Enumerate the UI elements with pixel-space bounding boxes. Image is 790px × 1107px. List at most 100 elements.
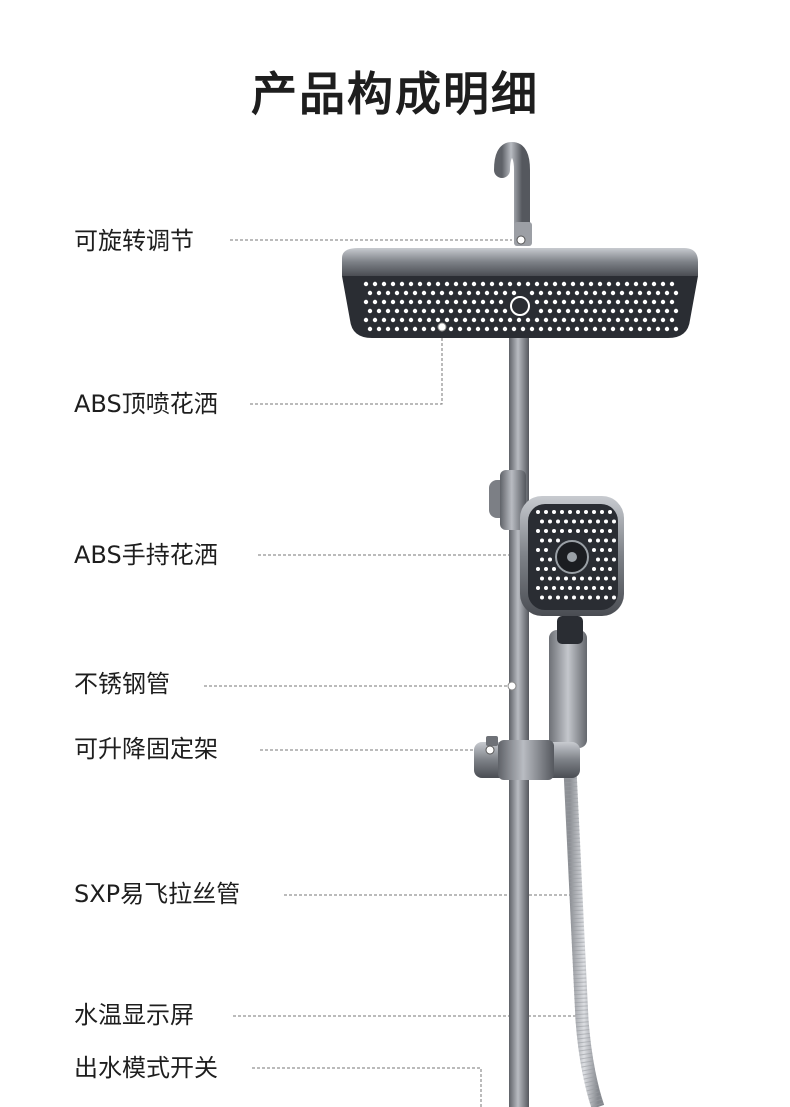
nozzle-dot [628,290,634,296]
nozzle-dot [604,519,608,524]
nozzle-dot [426,299,432,305]
nozzle-dot [385,308,391,314]
nozzle-dot [534,299,540,305]
nozzle-dot [516,281,522,287]
nozzle-dot [584,510,588,514]
nozzle-dot [408,317,414,323]
nozzle-dot [597,317,603,323]
nozzle-dot [529,290,535,296]
lift-fixing-bracket [474,736,580,780]
nozzle-dot [540,557,544,562]
nozzle-dot [669,299,675,305]
nozzle-dot [403,308,409,314]
nozzle-dot [604,595,608,600]
nozzle-dot [568,510,572,514]
nozzle-dot [612,557,616,562]
nozzle-dot [628,308,634,314]
nozzle-dot [592,290,598,296]
nozzle-dot [576,510,580,514]
hose [563,769,605,1107]
nozzle-dot [548,576,552,581]
nozzle-dot [651,281,657,287]
nozzle-dot [529,326,535,332]
nozzle-dot [439,308,445,314]
nozzle-dot [637,326,643,332]
nozzle-dot [600,548,604,552]
nozzle-dot [430,326,436,332]
nozzle-dot [588,595,592,600]
nozzle-dot [579,299,585,305]
nozzle-dot [516,317,522,323]
nozzle-dot [544,567,548,571]
nozzle-dot [448,326,454,332]
nozzle-dot [619,290,625,296]
nozzle-dot [363,317,369,323]
nozzle-dot [669,281,675,287]
top-shower-head [342,248,698,338]
nozzle-dot [435,317,441,323]
nozzle-dot [664,290,670,296]
nozzle-dot [637,290,643,296]
nozzle-dot [572,595,576,600]
label-abs-hand-shower: ABS手持花洒 [74,541,218,569]
nozzle-dot [600,529,604,533]
nozzle-dot [552,281,558,287]
nozzle-dot [466,326,472,332]
nozzle-dot [471,317,477,323]
nozzle-dot [417,281,423,287]
nozzle-dot [439,290,445,296]
nozzle-dot [646,308,652,314]
nozzle-dot [484,326,490,332]
nozzle-dot [548,538,552,543]
nozzle-dot [540,576,544,581]
nozzle-dot [560,529,564,533]
nozzle-dot [624,317,630,323]
nozzle-dot [588,317,594,323]
nozzle-dot [390,281,396,287]
nozzle-dot [608,586,612,590]
nozzle-dot [462,317,468,323]
stainless-pipe [509,338,529,1107]
nozzle-dot [564,519,568,524]
nozzle-dot [466,290,472,296]
nozzle-dot [608,567,612,571]
nozzle-dot [673,326,679,332]
nozzle-dot [574,326,580,332]
nozzle-dot [556,595,560,600]
nozzle-dot [642,317,648,323]
nozzle-dot [576,529,580,533]
nozzle-dot [453,317,459,323]
nozzle-dot [540,538,544,543]
nozzle-dot [376,326,382,332]
nozzle-dot [484,308,490,314]
nozzle-dot [381,281,387,287]
nozzle-dot [507,281,513,287]
nozzle-dot [547,308,553,314]
nozzle-dot [372,281,378,287]
nozzle-dot [576,586,580,590]
nozzle-dot [385,326,391,332]
nozzle-dot [615,317,621,323]
nozzle-dot [564,576,568,581]
nozzle-dot [403,290,409,296]
nozzle-dot [493,290,499,296]
nozzle-dot [556,290,562,296]
nozzle-dot [579,317,585,323]
nozzle-dot [655,290,661,296]
nozzle-dot [552,529,556,533]
nozzle-dot [561,281,567,287]
nozzle-dot [544,529,548,533]
label-stainless-steel-pipe: 不锈钢管 [74,670,170,698]
nozzle-dot [596,538,600,543]
nozzle-dot [536,567,540,571]
nozzle-dot [596,595,600,600]
nozzle-dot [444,299,450,305]
nozzle-dot [453,281,459,287]
nozzle-dot [548,595,552,600]
nozzle-dot [471,281,477,287]
nozzle-dot [588,538,592,543]
nozzle-dot [556,576,560,581]
nozzle-dot [597,281,603,287]
nozzle-dot [624,281,630,287]
nozzle-dot [502,290,508,296]
